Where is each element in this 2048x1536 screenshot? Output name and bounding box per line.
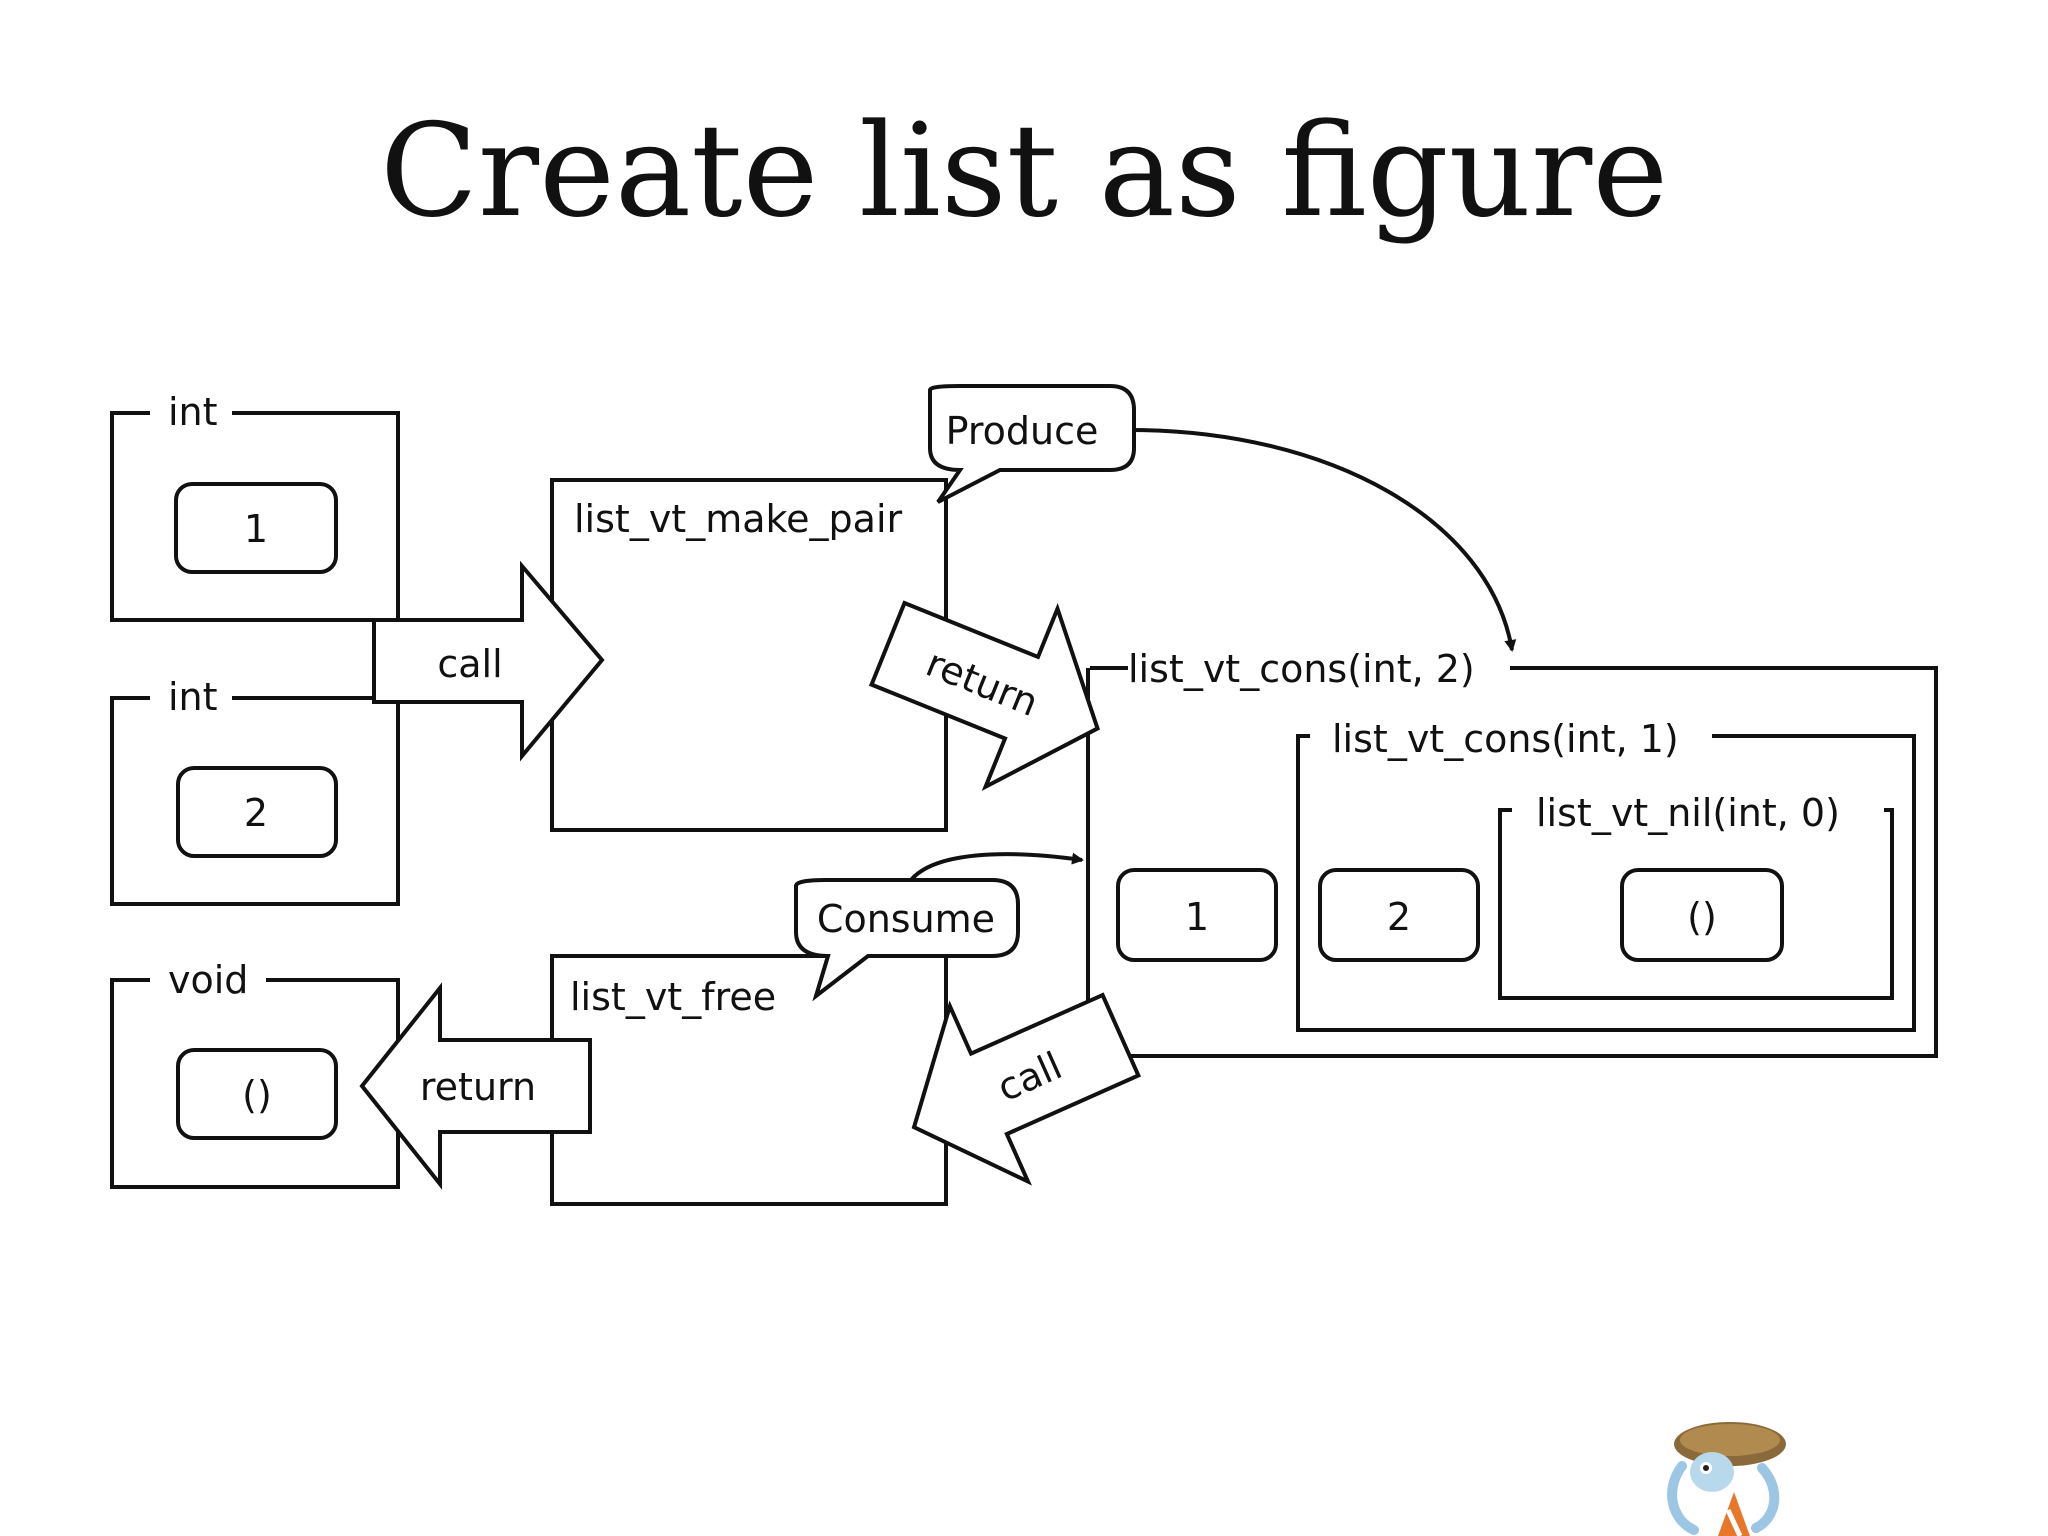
- list-cell-2: 2: [1387, 895, 1411, 939]
- produce-bubble: Produce: [928, 384, 1517, 652]
- list-cell-nil: (): [1687, 895, 1717, 939]
- list-outer-box: list_vt_cons(int, 2) 1: [1086, 647, 1938, 1058]
- list-middle-box: list_vt_cons(int, 1) 2: [1296, 717, 1916, 1032]
- list-cell-1: 1: [1185, 895, 1209, 939]
- int-box-2: int 2: [110, 675, 400, 906]
- free-function-box: list_vt_free: [550, 954, 948, 1206]
- make-pair-label: list_vt_make_pair: [574, 497, 902, 541]
- call-arrow: call: [372, 560, 605, 762]
- void-box: void (): [110, 958, 400, 1189]
- return-arrow: return: [359, 982, 592, 1190]
- call-arrow-label: call: [437, 642, 502, 686]
- int-value-2: 2: [244, 791, 268, 835]
- list-inner-box: list_vt_nil(int, 0) (): [1498, 791, 1894, 1000]
- list-outer-label: list_vt_cons(int, 2): [1128, 647, 1475, 691]
- make-pair-function-box: list_vt_make_pair: [550, 478, 948, 832]
- int-box-1-label: int: [168, 390, 218, 434]
- produce-label: Produce: [946, 409, 1099, 453]
- return-list-arrow: return: [868, 600, 1100, 792]
- void-value: (): [242, 1073, 272, 1117]
- call-free-arrow: call: [911, 992, 1142, 1186]
- consume-bubble: Consume: [794, 852, 1084, 1002]
- page-title: Create list as figure: [379, 97, 1669, 246]
- int-box-2-label: int: [168, 675, 218, 719]
- int-value-1: 1: [244, 507, 268, 551]
- free-label: list_vt_free: [570, 975, 776, 1019]
- consume-label: Consume: [817, 897, 995, 941]
- void-box-label: void: [168, 958, 248, 1002]
- mascot-logo-icon: [1667, 1422, 1786, 1536]
- list-middle-label: list_vt_cons(int, 1): [1332, 717, 1679, 761]
- list-inner-label: list_vt_nil(int, 0): [1536, 791, 1840, 835]
- int-box-1: int 1: [110, 390, 400, 622]
- return-arrow-label: return: [420, 1065, 536, 1109]
